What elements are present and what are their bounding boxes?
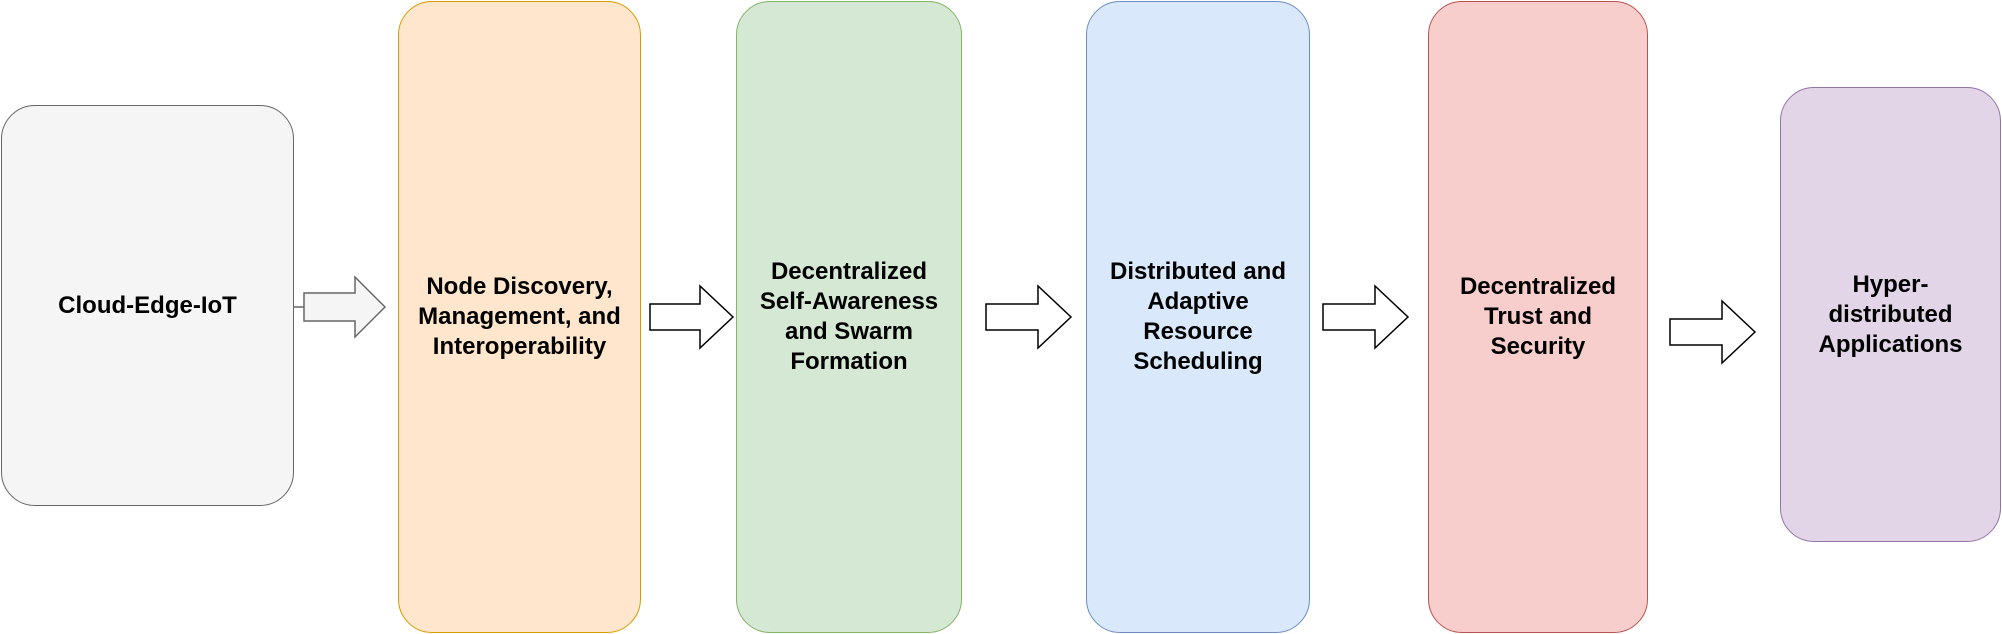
box-hyper-distributed-apps-label: Hyper- distributed Applications (1818, 270, 1963, 358)
arrow-3 (985, 284, 1073, 350)
box-cloud-edge-iot: Cloud-Edge-IoT (1, 105, 294, 506)
arrow-2-shape (649, 284, 735, 350)
box-node-discovery-label: Node Discovery, Management, and Interope… (418, 273, 621, 360)
box-trust-security: Decentralized Trust and Security (1428, 1, 1648, 633)
box-resource-scheduling: Distributed and Adaptive Resource Schedu… (1086, 1, 1310, 633)
box-trust-security-label: Decentralized Trust and Security (1459, 273, 1617, 360)
arrow-5 (1669, 299, 1757, 365)
arrow-1-shape (303, 275, 387, 339)
arrow-3-shape (985, 284, 1073, 350)
arrow-1 (294, 275, 387, 339)
arrow-4 (1322, 284, 1410, 350)
box-resource-scheduling-label: Distributed and Adaptive Resource Schedu… (1109, 258, 1286, 375)
arrow-5-shape (1669, 299, 1757, 365)
box-self-awareness: Decentralized Self-Awareness and Swarm F… (736, 1, 962, 633)
box-self-awareness-label: Decentralized Self-Awareness and Swarm F… (759, 258, 939, 375)
box-cloud-edge-iot-label: Cloud-Edge-IoT (58, 291, 237, 319)
arrow-2 (649, 284, 735, 350)
arrow-4-shape (1322, 284, 1410, 350)
box-node-discovery: Node Discovery, Management, and Interope… (398, 1, 641, 633)
box-hyper-distributed-apps: Hyper- distributed Applications (1780, 87, 2001, 542)
